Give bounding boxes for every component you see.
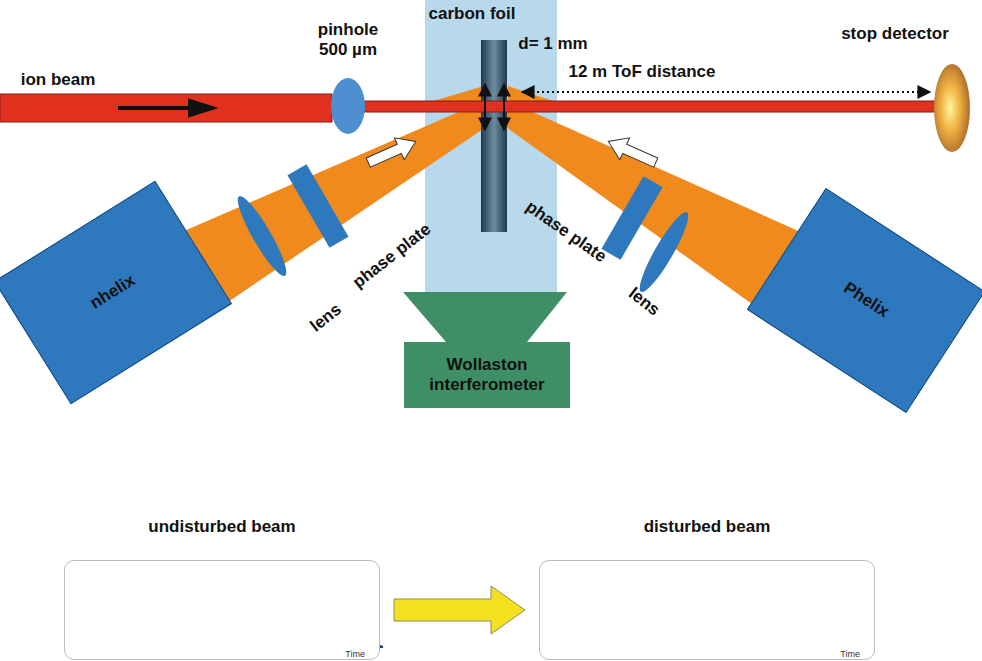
plasma-plume: [430, 86, 484, 102]
stop-detector: [934, 64, 970, 152]
beam-label: ion beam: [21, 70, 96, 90]
dimension: d= 1 mm: [518, 34, 587, 54]
dimension: 12 m ToF distance: [568, 62, 715, 82]
plasma-plume: [508, 86, 556, 102]
lens: [633, 208, 695, 297]
laser-box: Phelix: [747, 187, 982, 412]
laser-beam: [506, 100, 814, 304]
axis-label: Time: [840, 649, 860, 659]
pinhole-label: pinhole 500 µm: [308, 20, 388, 61]
ion-beam: [0, 94, 332, 122]
axis-label: Time: [345, 649, 365, 659]
signal-panel: undisturbed beamTime: [64, 560, 380, 660]
lens: [231, 192, 293, 281]
ion-beam: [332, 101, 936, 112]
panel-heading: undisturbed beam: [65, 517, 379, 537]
thickness-arrow: [503, 84, 505, 130]
phase-plate: [287, 164, 348, 248]
box-label: Wollaston interferometer: [412, 355, 562, 396]
thickness-arrow: [484, 84, 486, 130]
pinhole: [331, 78, 365, 134]
part-label: lens: [306, 300, 345, 337]
panel-heading: disturbed beam: [540, 517, 874, 537]
interferometer-optics: [403, 292, 567, 342]
beam-direction-arrow: [363, 130, 420, 173]
block-arrow: [394, 586, 525, 634]
tof-distance-arrow: [522, 91, 930, 93]
foil-label: carbon foil: [429, 4, 516, 24]
laser-box: nhelix: [0, 180, 232, 404]
part-label: lens: [624, 284, 663, 321]
laser-beam: [168, 100, 486, 302]
box-label: Phelix: [839, 278, 892, 322]
beam-arrow: [118, 101, 212, 115]
beam-direction-arrow: [603, 130, 660, 173]
carbon-foil: [481, 40, 507, 232]
interferometer-box: Wollaston interferometer: [404, 342, 570, 408]
phase-plate: [601, 176, 662, 260]
part-label: phase plate: [349, 219, 435, 292]
box-label: nhelix: [87, 270, 139, 313]
signal-panel: disturbed beamTime: [539, 560, 875, 660]
detector-label: stop detector: [841, 24, 949, 44]
